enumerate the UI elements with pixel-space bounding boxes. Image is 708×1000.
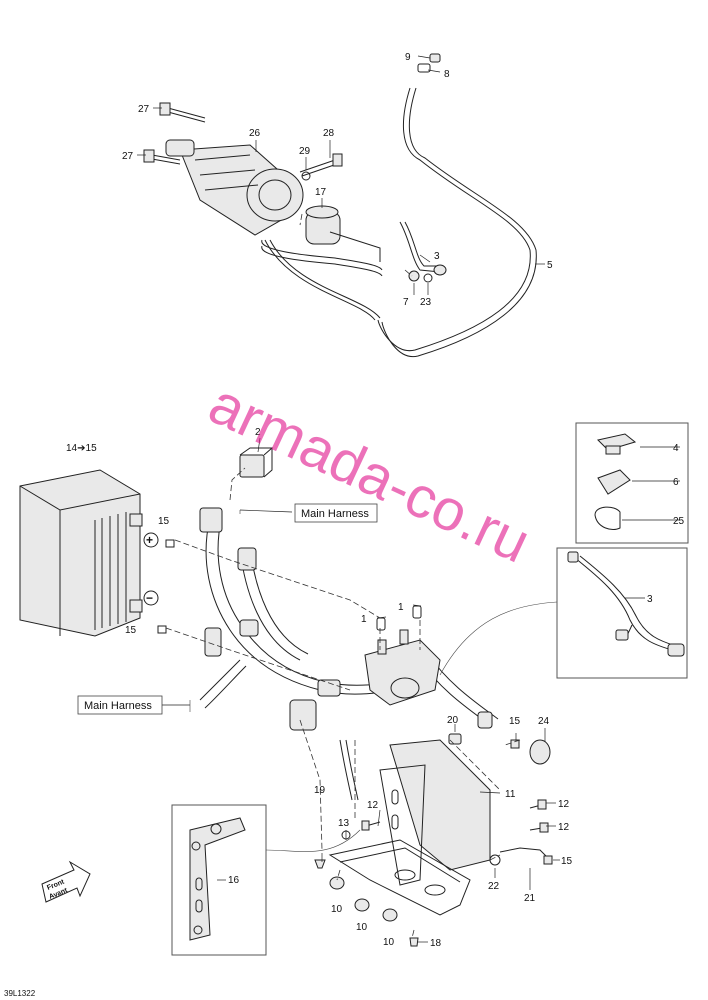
callout-17: 17 bbox=[315, 187, 327, 198]
front-direction-arrow: Front Avant bbox=[41, 860, 91, 903]
diagram-reference-code: 39L1322 bbox=[4, 989, 36, 998]
callout-27: 27 bbox=[122, 151, 134, 162]
svg-text:Main Harness: Main Harness bbox=[301, 508, 369, 520]
callout-9: 9 bbox=[405, 52, 411, 63]
positive-terminal-symbol: + bbox=[146, 533, 153, 547]
leader-lines bbox=[137, 55, 680, 943]
callout-12: 12 bbox=[367, 800, 379, 811]
callout-25: 25 bbox=[673, 516, 685, 527]
callout-2: 2 bbox=[255, 427, 261, 438]
main-harness-label-top: Main Harness bbox=[294, 503, 378, 523]
callout-15: 15 bbox=[158, 516, 170, 527]
callout-21: 21 bbox=[524, 893, 536, 904]
callout-12: 12 bbox=[558, 822, 570, 833]
bracket-inset-box bbox=[171, 804, 267, 956]
callout-11: 11 bbox=[505, 789, 516, 800]
svg-text:Main Harness: Main Harness bbox=[84, 700, 152, 712]
cable-inset-box bbox=[556, 547, 688, 679]
callout-1: 1 bbox=[398, 602, 404, 613]
callout-4: 4 bbox=[673, 443, 679, 454]
callout-29: 29 bbox=[299, 146, 311, 157]
fuse-inset-box bbox=[575, 422, 689, 544]
callout-24: 24 bbox=[538, 716, 550, 727]
callout-28: 28 bbox=[323, 128, 335, 139]
callout-3: 3 bbox=[647, 594, 653, 605]
callout-6: 6 bbox=[673, 477, 679, 488]
main-harness-label-left: Main Harness bbox=[77, 695, 163, 715]
callout-numbers: 27 27 26 28 29 17 3 5 7 23 9 8 2 14➔15 1… bbox=[66, 52, 685, 949]
callout-23: 23 bbox=[420, 297, 432, 308]
callout-7: 7 bbox=[403, 297, 409, 308]
battery-tray bbox=[314, 733, 553, 947]
callout-13: 13 bbox=[338, 818, 350, 829]
callout-20: 20 bbox=[447, 715, 459, 726]
callout-19: 19 bbox=[314, 785, 326, 796]
callout-15: 15 bbox=[125, 625, 137, 636]
callout-12: 12 bbox=[558, 799, 570, 810]
callout-22: 22 bbox=[488, 881, 500, 892]
callout-10: 10 bbox=[331, 904, 343, 915]
callout-26: 26 bbox=[249, 128, 261, 139]
callout-15: 15 bbox=[509, 716, 521, 727]
negative-terminal-symbol: − bbox=[146, 591, 153, 605]
callout-1: 1 bbox=[361, 614, 367, 625]
callout-18: 18 bbox=[430, 938, 442, 949]
main-harness bbox=[199, 447, 499, 801]
callout-5: 5 bbox=[547, 260, 553, 271]
callout-27: 27 bbox=[138, 104, 150, 115]
starter-assembly bbox=[143, 53, 537, 357]
callout-3: 3 bbox=[434, 251, 440, 262]
callout-16: 16 bbox=[228, 875, 240, 886]
callout-15: 15 bbox=[561, 856, 573, 867]
callout-10: 10 bbox=[356, 922, 368, 933]
callout-14-15: 14➔15 bbox=[66, 443, 97, 454]
callout-8: 8 bbox=[444, 69, 450, 80]
callout-10: 10 bbox=[383, 937, 395, 948]
battery: + − bbox=[19, 469, 175, 637]
